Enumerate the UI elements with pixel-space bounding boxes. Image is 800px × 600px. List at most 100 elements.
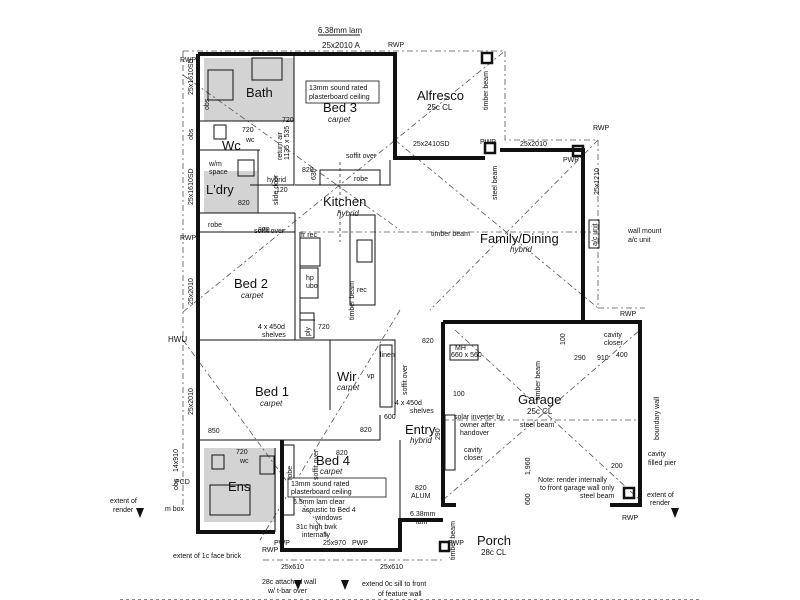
hip-line-1 xyxy=(182,50,506,313)
cavity1-a: cavity xyxy=(464,447,482,454)
extent-face: extent of 1c face brick xyxy=(173,553,242,560)
manhole xyxy=(449,344,479,361)
bath-shower xyxy=(207,69,234,101)
w-610a: 25x610 xyxy=(281,564,304,571)
garage-west-wall xyxy=(441,322,456,507)
return-air-1: return air xyxy=(277,131,284,160)
d290: 290 xyxy=(574,355,586,362)
room-kitchen: Kitchen xyxy=(323,194,366,209)
bed4-soffit: soffit over xyxy=(313,449,320,480)
bath-wall xyxy=(250,56,295,186)
pwp-1: PWP xyxy=(563,157,579,164)
wir-soffit: soffit over xyxy=(402,364,409,395)
acoustic-3: windows xyxy=(314,515,342,522)
d1960: 1,960 xyxy=(525,457,532,475)
d720-ens: 720 xyxy=(236,449,248,456)
render-r-1: extent of xyxy=(647,492,674,499)
boundary-wall: boundary wall xyxy=(654,396,661,440)
hp-1: hp xyxy=(306,275,314,282)
wall-mount-2: a/c unit xyxy=(628,237,651,244)
timber-beam-porch: timber beam xyxy=(450,521,457,560)
alfresco-post-2 xyxy=(483,141,497,155)
top-window: 25x2010 A xyxy=(322,41,360,50)
ens-vanity xyxy=(259,455,275,475)
w-910: 14x910 xyxy=(173,449,180,472)
top-lam: 6.38mm lam xyxy=(318,26,362,35)
garage-pier xyxy=(622,486,636,500)
fridge-recess xyxy=(299,237,321,267)
room-family: Family/Dining xyxy=(480,231,559,246)
alfresco-post-1 xyxy=(480,51,494,65)
laundry-floor xyxy=(204,171,257,213)
room-bath: Bath xyxy=(246,85,273,100)
room-laundry: L'dry xyxy=(206,182,234,197)
solar-2: owner after xyxy=(460,422,496,429)
west-wall xyxy=(196,54,275,534)
wm-2: space xyxy=(209,169,228,176)
attached-2: w/ t-bar over xyxy=(267,588,308,595)
steel-beam-1: steel beam xyxy=(520,422,554,429)
north-wall xyxy=(198,52,485,160)
d910: 910 xyxy=(597,355,609,362)
entry-floor: hybrid xyxy=(410,436,432,445)
steel-beam-vert: steel beam xyxy=(492,166,499,200)
pcd: PCD xyxy=(175,479,190,486)
room-bed3: Bed 3 xyxy=(323,100,357,115)
timber-beam-alf: timber beam xyxy=(483,71,490,110)
d400: 400 xyxy=(616,352,628,359)
render-l-1: extent of xyxy=(110,498,137,505)
solar-3: handover xyxy=(460,430,490,437)
wc-label-2: wc xyxy=(239,458,249,465)
d100: 100 xyxy=(453,391,465,398)
room-garage: Garage xyxy=(518,392,561,407)
w-970: 25x970 xyxy=(323,540,346,547)
bed3-soffit: soffit over xyxy=(346,153,377,160)
bed3-sound-box xyxy=(305,80,380,104)
d820-bed3: 820 xyxy=(302,167,314,174)
pwp-2: PWP xyxy=(480,139,496,146)
section-arrow-bottom-1 xyxy=(294,580,302,590)
cavity-pier-a: cavity xyxy=(648,451,666,458)
bed4-robe-lbl: robe xyxy=(287,466,294,480)
w-610b: 25x610 xyxy=(380,564,403,571)
room-bed4: Bed 4 xyxy=(316,453,350,468)
bed2-soffit: soffit over xyxy=(254,228,285,235)
hp-2: ubo xyxy=(306,283,318,290)
fr-rec: fr rec xyxy=(301,232,317,239)
d820-bed4: 820 xyxy=(336,450,348,457)
vp: vp xyxy=(367,373,375,380)
pwp-porch: PWP xyxy=(448,540,464,547)
bwk-2: internally xyxy=(302,532,331,539)
family-floor: hybrid xyxy=(510,245,532,254)
d820-ldry: 820 xyxy=(238,200,250,207)
ens-shower xyxy=(209,484,251,516)
acoustic-1: 6.5mm lam clear xyxy=(293,499,345,506)
bed4-floor: carpet xyxy=(320,467,343,476)
d820-bed1: 820 xyxy=(360,427,372,434)
d720-wc: 720 xyxy=(242,127,254,134)
w-2010-bed2: 25x2010 xyxy=(188,278,195,305)
rwp-s: RWP xyxy=(262,547,279,554)
acoustic-2: acoustic to Bed 4 xyxy=(302,507,356,514)
bed4-sound-box xyxy=(287,477,387,498)
d100-g: 100 xyxy=(560,333,567,345)
bed2-robe: robe xyxy=(208,222,222,229)
shelves2-a: 4 x 450d xyxy=(395,400,422,407)
hybrid-1: hybrid xyxy=(267,177,286,184)
shelves2-b: shelves xyxy=(410,408,434,415)
bed3-robe-lbl: robe xyxy=(354,176,368,183)
kitchen-floor: hybrid xyxy=(337,209,359,218)
bed2-floor: carpet xyxy=(241,291,264,300)
timber-beam-gar: timber beam xyxy=(535,361,542,400)
pwp-bed4-l: PWP xyxy=(274,540,290,547)
bed4-sound-1: 13mm sound rated xyxy=(291,481,349,488)
slide-door: slide door xyxy=(273,174,280,205)
room-porch: Porch xyxy=(477,533,511,548)
sink xyxy=(356,239,373,263)
pwp-bed4: PWP xyxy=(352,540,368,547)
hip-line-2 xyxy=(182,74,401,231)
bed4-sound-2: plasterboard ceiling xyxy=(291,489,352,496)
section-arrow-bottom-2 xyxy=(341,580,349,590)
steel-beam-2: steel beam xyxy=(580,493,614,500)
kitchen-island xyxy=(349,214,376,306)
